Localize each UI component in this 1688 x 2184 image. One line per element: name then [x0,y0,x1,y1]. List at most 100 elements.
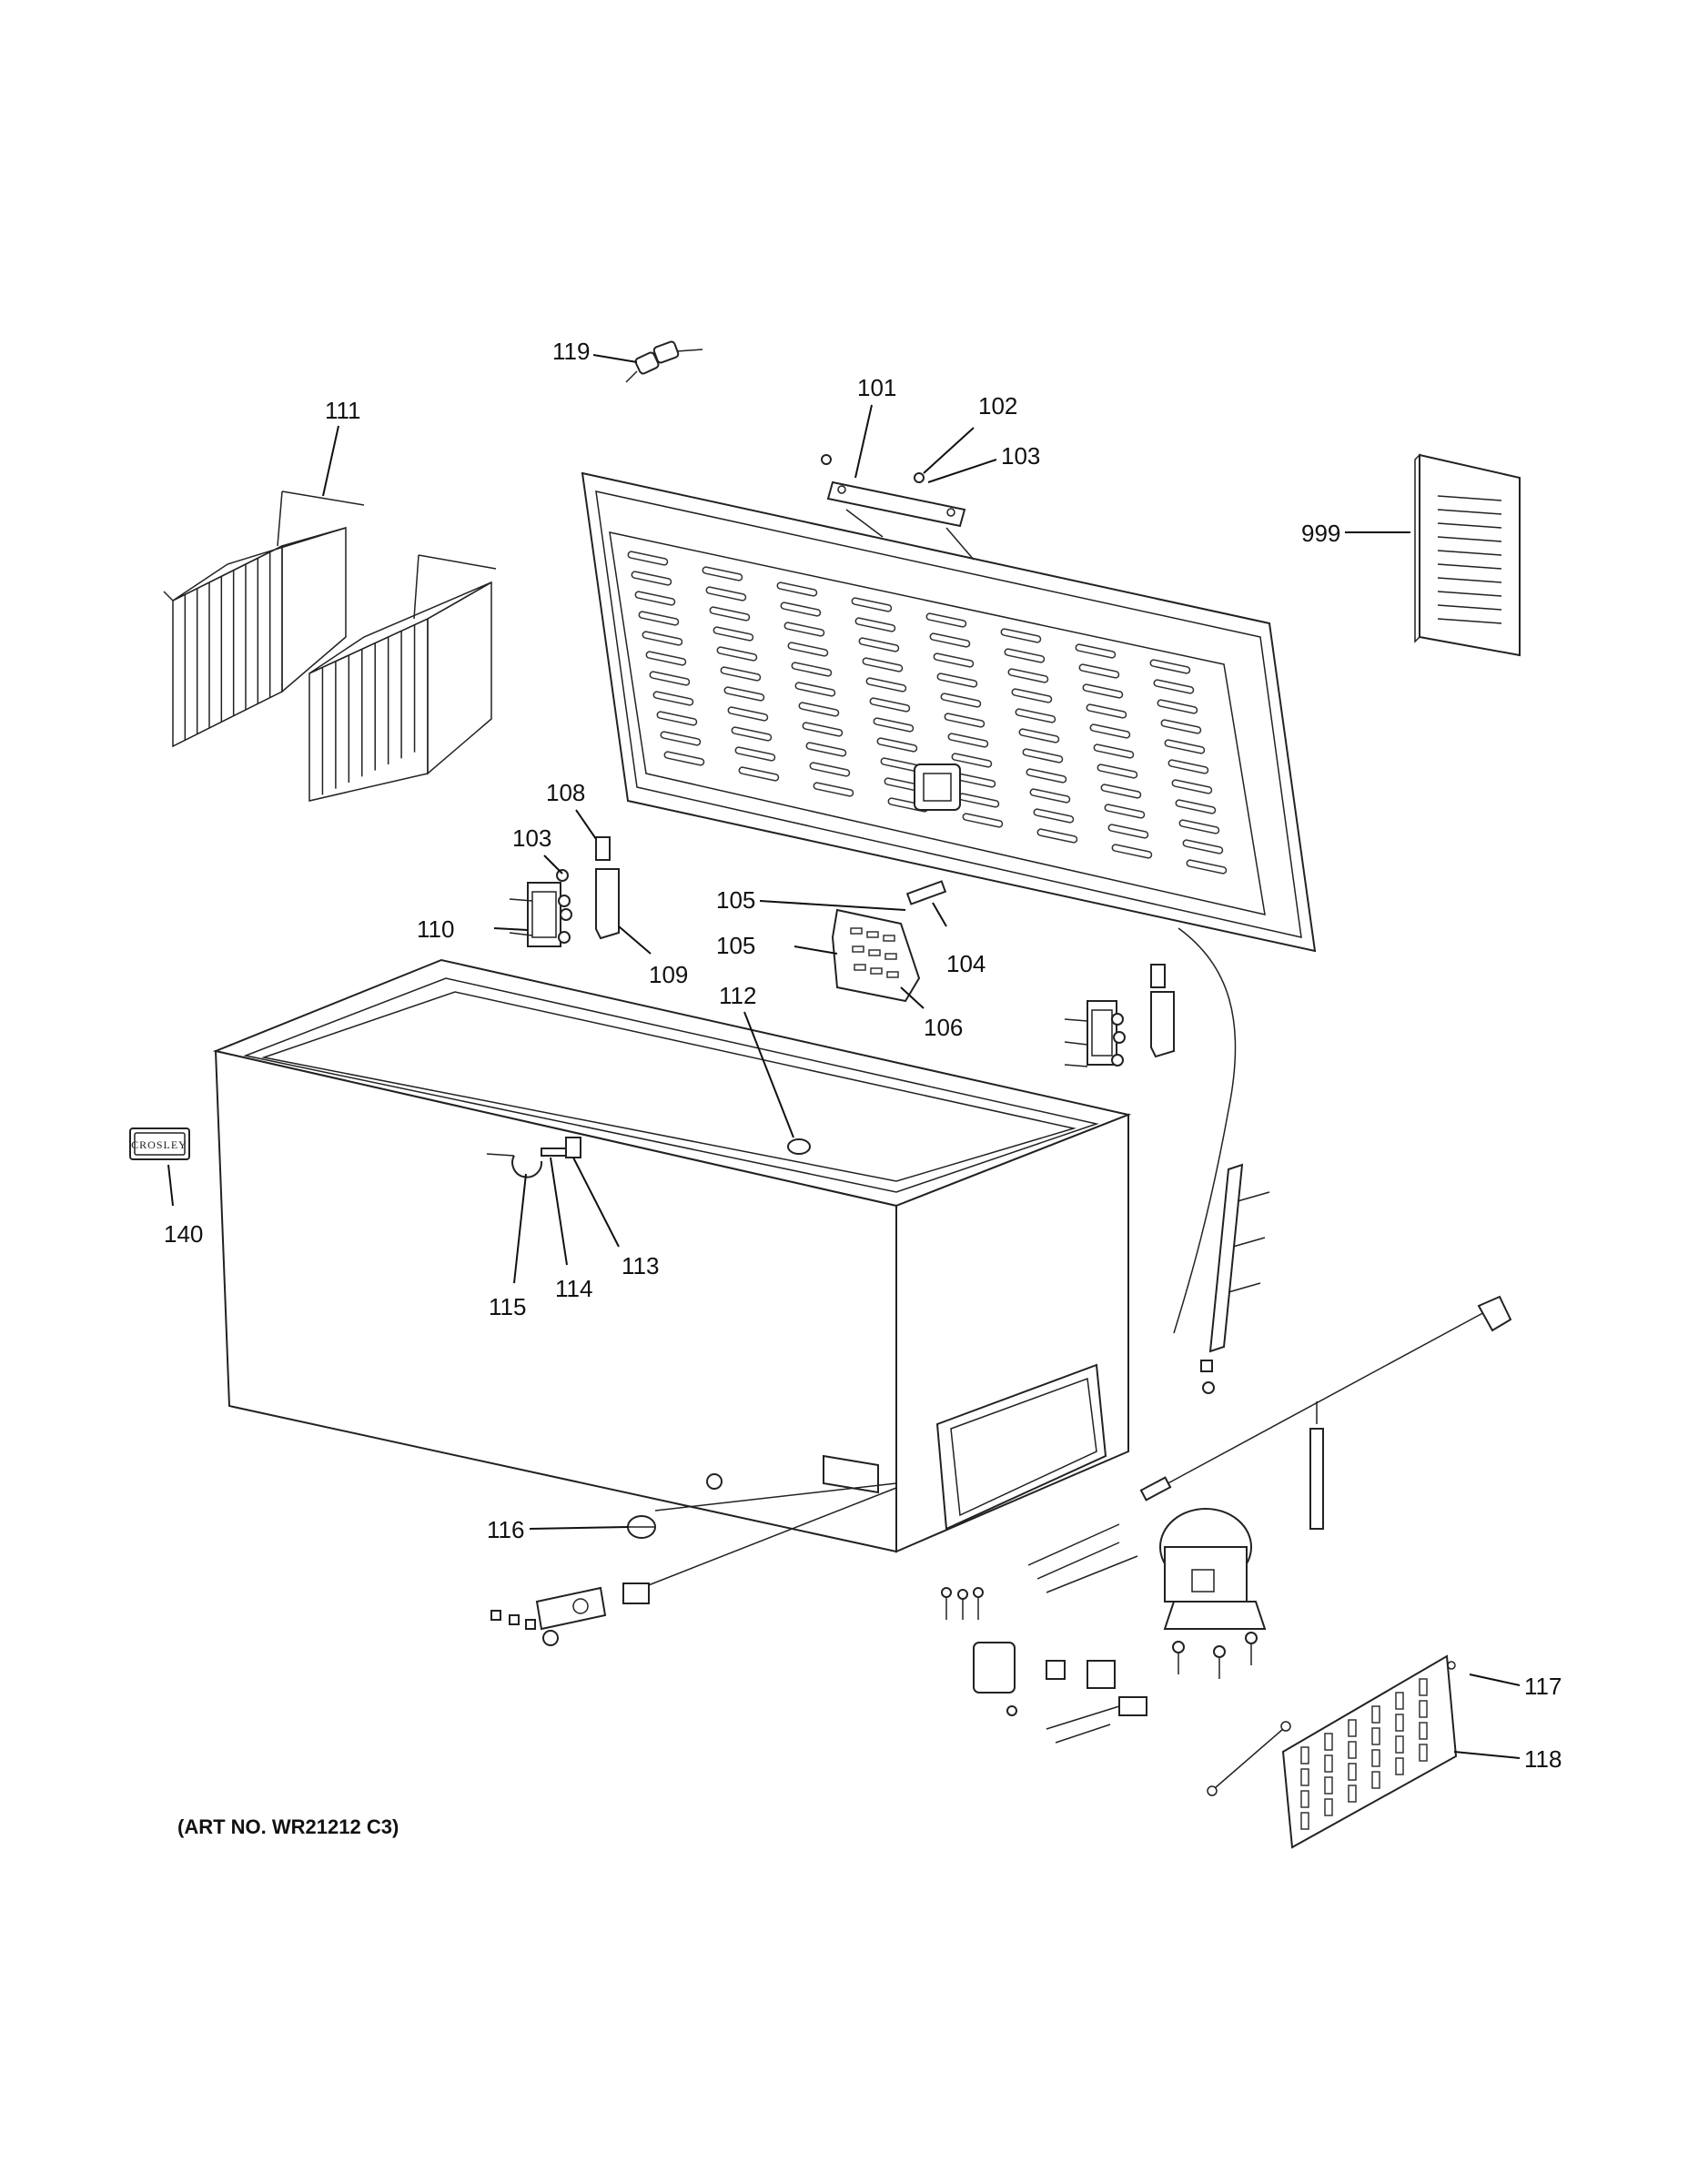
lid-slot [1164,739,1206,754]
lid-slot [947,733,989,748]
lid-slot [1182,839,1224,854]
light-vent [852,945,864,953]
lid-slot [642,631,683,646]
lid-slot [656,711,698,726]
light-vent [850,927,863,935]
lid-slot [1033,808,1075,824]
owners-manual [1414,453,1521,657]
lid-slot [1004,648,1046,663]
lid-slot [933,652,975,668]
lid-slot [1011,688,1053,703]
hinge-left [509,836,620,947]
lid-slot [869,697,911,713]
manual-text-line [1437,550,1502,556]
lid-slot [1007,668,1049,683]
lid-slot [738,766,780,782]
grille-vent [1371,1705,1380,1724]
lid-slot [798,702,840,717]
callout-119: 119 [552,338,590,365]
manual-text-line [1437,522,1502,529]
lid-slot [936,672,978,688]
callout-140: 140 [164,1220,203,1248]
manual-text-line [1437,618,1502,624]
callout-104: 104 [946,950,986,977]
lid-slot [809,762,851,777]
light-vent [883,935,895,942]
lid-slot [1018,728,1060,743]
leader-lines [167,354,1521,1759]
keys [625,340,703,383]
grille-vent [1348,1763,1357,1781]
grille-vent [1300,1790,1309,1808]
lid-slot [1078,663,1120,679]
callout-108: 108 [546,779,585,806]
manual-text-line [1437,563,1502,570]
freezer-lid [581,471,1317,1334]
lid-slot [783,622,825,637]
light-housing [831,880,947,1003]
lid-slot [1153,679,1195,694]
lid-light-bracket [821,454,966,528]
lid-slot [1160,719,1202,734]
light-vent [886,971,899,978]
lid-slot [731,726,773,742]
manual-text-line [1437,495,1502,501]
lid-slot [638,611,680,626]
light-vent [868,949,881,956]
callout-113: 113 [622,1252,659,1279]
grille-vent [1419,1722,1428,1740]
callout-111: 111 [325,397,361,424]
lid-slot [873,717,915,733]
grille-vent [1348,1741,1357,1759]
lid-slot [720,666,762,682]
lid-slot [865,677,907,693]
callout-105-top: 105 [716,886,755,914]
lid-slot [1093,743,1135,759]
light-vent [866,931,879,938]
drain-parts [490,1482,897,1646]
lid-slot [1089,723,1131,739]
lid-slot [1167,759,1209,774]
lid-slot [851,597,893,612]
art-number: (ART NO. WR21212 C3) [177,1815,399,1838]
grille-vent [1371,1749,1380,1767]
lid-slot [1175,799,1217,814]
lid-slot [776,581,818,597]
lid-slot [709,606,751,622]
brand-badge-text: CROSLEY [131,1138,187,1151]
callout-114: 114 [555,1275,592,1302]
lid-slot [702,566,743,581]
lid-slot [1171,779,1213,794]
lid-slot [1178,819,1220,834]
callout-101: 101 [857,374,896,401]
callout-105-bottom: 105 [716,932,755,959]
grille-vent [1395,1735,1404,1754]
grille-vent [1348,1719,1357,1737]
lid-slot [1111,844,1153,859]
lid-slot [854,617,896,632]
lid-slot [1022,748,1064,763]
compressor [1159,1508,1267,1679]
grille-vent [1300,1768,1309,1786]
lid-slot [634,591,676,606]
lid-slot [705,586,747,602]
lid-slot [649,671,691,686]
lid-slot [660,731,702,746]
grille-vent [1324,1733,1333,1751]
grille-vent [1300,1746,1309,1764]
callout-117: 117 [1524,1673,1562,1700]
lid-slot [962,813,1004,828]
grille-vent [1324,1776,1333,1795]
grille-vent [1419,1678,1428,1696]
wiring-and-sensors [941,1163,1512,1620]
lid-slot [1157,699,1198,714]
lid-slot [723,686,765,702]
callout-labels: 119 111 101 102 103 999 108 103 110 109 … [164,338,1562,1773]
manual-text-line [1437,536,1502,542]
callout-106: 106 [924,1014,963,1041]
lid-slot [727,706,769,722]
light-vent [884,953,897,960]
lid-slot [940,693,982,708]
lid-slot [663,751,705,766]
